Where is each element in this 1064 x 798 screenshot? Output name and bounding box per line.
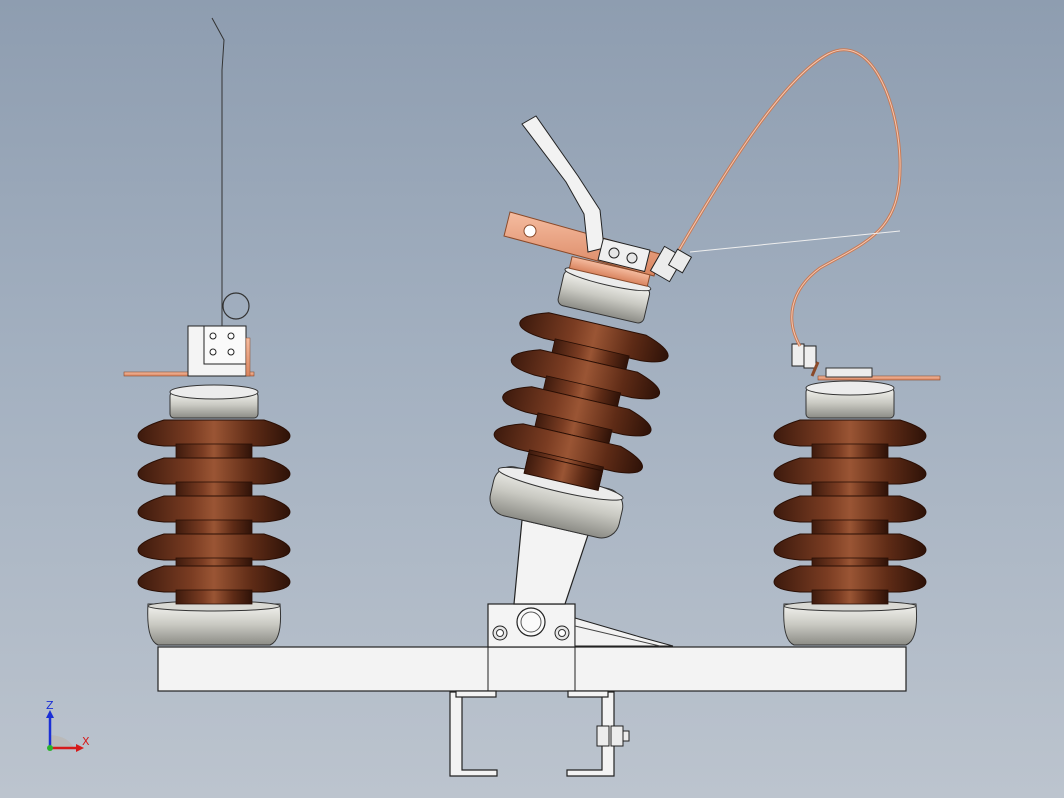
left-terminal — [123, 17, 255, 377]
left-insulator — [137, 384, 291, 646]
base-beam — [157, 646, 907, 692]
blade-contact — [503, 115, 693, 283]
bolt-nut-bracket — [596, 725, 630, 747]
right-insulator — [773, 380, 927, 646]
right-terminal — [791, 343, 941, 381]
z-axis-label: Z — [46, 699, 54, 712]
x-axis-label: X — [82, 735, 90, 748]
flexible-wire — [670, 48, 902, 347]
center-insulator — [488, 255, 673, 539]
channel-bracket — [449, 690, 615, 777]
axis-triad: Z X — [46, 699, 90, 752]
hinge-plate — [574, 617, 674, 647]
